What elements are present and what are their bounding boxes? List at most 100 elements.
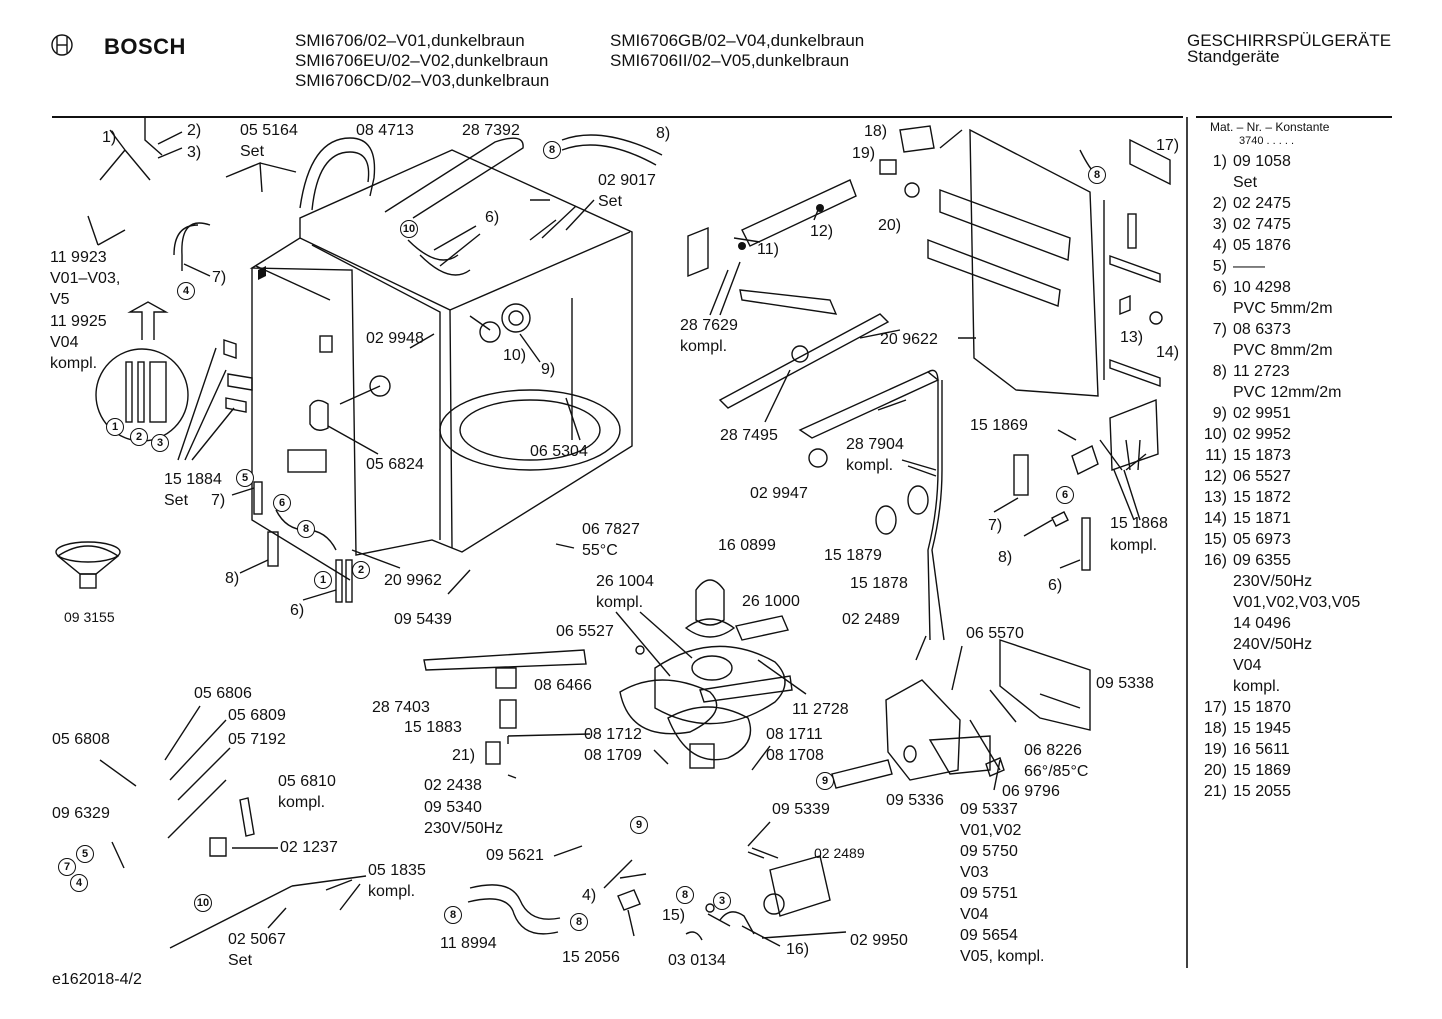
label-kompl-7: kompl. xyxy=(368,883,416,900)
parts-list-row: 14 0496 xyxy=(1197,613,1360,634)
label-151868: 15 1868 xyxy=(1110,515,1168,532)
label-kompl-6: kompl. xyxy=(278,794,326,811)
parts-list-row: 14)15 1871 xyxy=(1197,508,1360,529)
part-index: 13) xyxy=(1203,489,1227,506)
label-056806: 05 6806 xyxy=(194,685,252,702)
models-column-2: SMI6706GB/02–V04,dunkelbraun SMI6706II/0… xyxy=(610,31,864,71)
circled-4-b: 4 xyxy=(70,874,88,892)
label-2: 2) xyxy=(187,122,202,139)
parts-list-row: 10)02 9952 xyxy=(1197,424,1360,445)
parts-list-row: 9)02 9951 xyxy=(1197,403,1360,424)
label-6a: 6) xyxy=(485,209,500,226)
label-081708: 08 1708 xyxy=(766,747,824,764)
label-095337: 09 5337 xyxy=(960,801,1018,818)
label-151878: 15 1878 xyxy=(850,575,908,592)
label-081709: 08 1709 xyxy=(584,747,642,764)
label-096329: 09 6329 xyxy=(52,805,110,822)
label-029948: 02 9948 xyxy=(366,330,424,347)
label-065570: 06 5570 xyxy=(966,625,1024,642)
circled-2-magnifier: 2 xyxy=(130,428,148,446)
label-209962: 20 9962 xyxy=(384,572,442,589)
part-number: 14 0496 xyxy=(1233,615,1291,632)
model-line: SMI6706II/02–V05,dunkelbraun xyxy=(610,51,850,70)
parts-list-row: V04 xyxy=(1197,655,1360,676)
label-6b: 6) xyxy=(290,602,305,619)
circled-3-magnifier: 3 xyxy=(151,434,169,452)
label-065304: 06 5304 xyxy=(530,443,588,460)
circled-9-b: 9 xyxy=(630,816,648,834)
label-152056: 15 2056 xyxy=(562,949,620,966)
part-number: V01,V02,V03,V05 xyxy=(1233,594,1361,611)
label-v03: V03 xyxy=(960,864,989,881)
label-055164: 05 5164 xyxy=(240,122,298,139)
label-095340: 09 5340 xyxy=(424,799,482,816)
label-081712: 08 1712 xyxy=(584,726,642,743)
part-index: 3) xyxy=(1212,216,1227,233)
brand-name: BOSCH xyxy=(104,34,186,59)
label-119923: 11 9923 xyxy=(50,249,107,266)
label-081711: 08 1711 xyxy=(766,726,823,743)
label-021237: 02 1237 xyxy=(280,839,338,856)
label-10a: 10) xyxy=(503,347,527,364)
part-number: 16 5611 xyxy=(1233,741,1290,758)
label-v05: V05, kompl. xyxy=(960,948,1045,965)
label-151879: 15 1879 xyxy=(824,547,882,564)
part-number: 15 1873 xyxy=(1233,447,1291,464)
model-line: SMI6706GB/02–V04,dunkelbraun xyxy=(610,31,865,50)
label-7c: 7) xyxy=(988,517,1003,534)
label-3: 3) xyxy=(187,144,202,161)
label-6c: 6) xyxy=(1048,577,1063,594)
label-056810: 05 6810 xyxy=(278,773,336,790)
label-022489a: 02 2489 xyxy=(842,611,900,628)
label-287403: 28 7403 xyxy=(372,699,430,716)
part-number: Set xyxy=(1233,174,1258,191)
label-069796: 06 9796 xyxy=(1002,783,1060,800)
parts-list-row: 230V/50Hz xyxy=(1197,571,1360,592)
model-line: SMI6706EU/02–V02,dunkelbraun xyxy=(295,51,549,70)
label-13: 13) xyxy=(1120,329,1144,346)
parts-list-row: 2)02 2475 xyxy=(1197,193,1360,214)
part-index: 2) xyxy=(1212,195,1227,212)
circled-8-f: 8 xyxy=(570,913,588,931)
label-19: 19) xyxy=(852,145,876,162)
parts-list-row: PVC 5mm/2m xyxy=(1197,298,1360,319)
circled-9: 9 xyxy=(816,772,834,790)
label-287495: 28 7495 xyxy=(720,427,778,444)
label-151884: 15 1884 xyxy=(164,471,222,488)
label-029947: 02 9947 xyxy=(750,485,808,502)
parts-list-row: 4)05 1876 xyxy=(1197,235,1360,256)
label-261004: 26 1004 xyxy=(596,573,654,590)
label-230v: 230V/50Hz xyxy=(424,820,504,837)
label-287629: 28 7629 xyxy=(680,317,738,334)
part-number: —— xyxy=(1233,258,1265,275)
parts-list-row: 5)—— xyxy=(1197,256,1360,277)
label-118994: 11 8994 xyxy=(440,935,497,952)
label-151869: 15 1869 xyxy=(970,417,1028,434)
label-095439: 09 5439 xyxy=(394,611,452,628)
label-17: 17) xyxy=(1156,137,1180,154)
circled-6-b: 6 xyxy=(1056,486,1074,504)
label-022489b: 02 2489 xyxy=(814,845,865,861)
part-index: 9) xyxy=(1212,405,1227,422)
label-set-1: Set xyxy=(240,143,265,160)
part-index: 15) xyxy=(1203,531,1227,548)
parts-list-row: 3)02 7475 xyxy=(1197,214,1360,235)
label-067827: 06 7827 xyxy=(582,521,640,538)
part-number: 05 1876 xyxy=(1233,237,1291,254)
parts-list-row: Set xyxy=(1197,172,1360,193)
label-065527: 06 5527 xyxy=(556,623,614,640)
parts-list-row: 20)15 1869 xyxy=(1197,760,1360,781)
label-6685: 66°/85°C xyxy=(1024,763,1089,780)
part-number: PVC 12mm/2m xyxy=(1233,384,1342,401)
label-261000: 26 1000 xyxy=(742,593,800,610)
category-title: GESCHIRRSPÜLGERÄTE Standgeräte xyxy=(1187,31,1391,67)
label-112728: 11 2728 xyxy=(792,701,849,718)
parts-list-row: 18)15 1945 xyxy=(1197,718,1360,739)
part-number: 09 1058 xyxy=(1233,153,1291,170)
label-119925: 11 9925 xyxy=(50,313,107,330)
parts-list-row: V01,V02,V03,V05 xyxy=(1197,592,1360,613)
label-1: 1) xyxy=(102,129,117,146)
part-number: 02 9952 xyxy=(1233,426,1291,443)
circled-4: 4 xyxy=(177,282,195,300)
